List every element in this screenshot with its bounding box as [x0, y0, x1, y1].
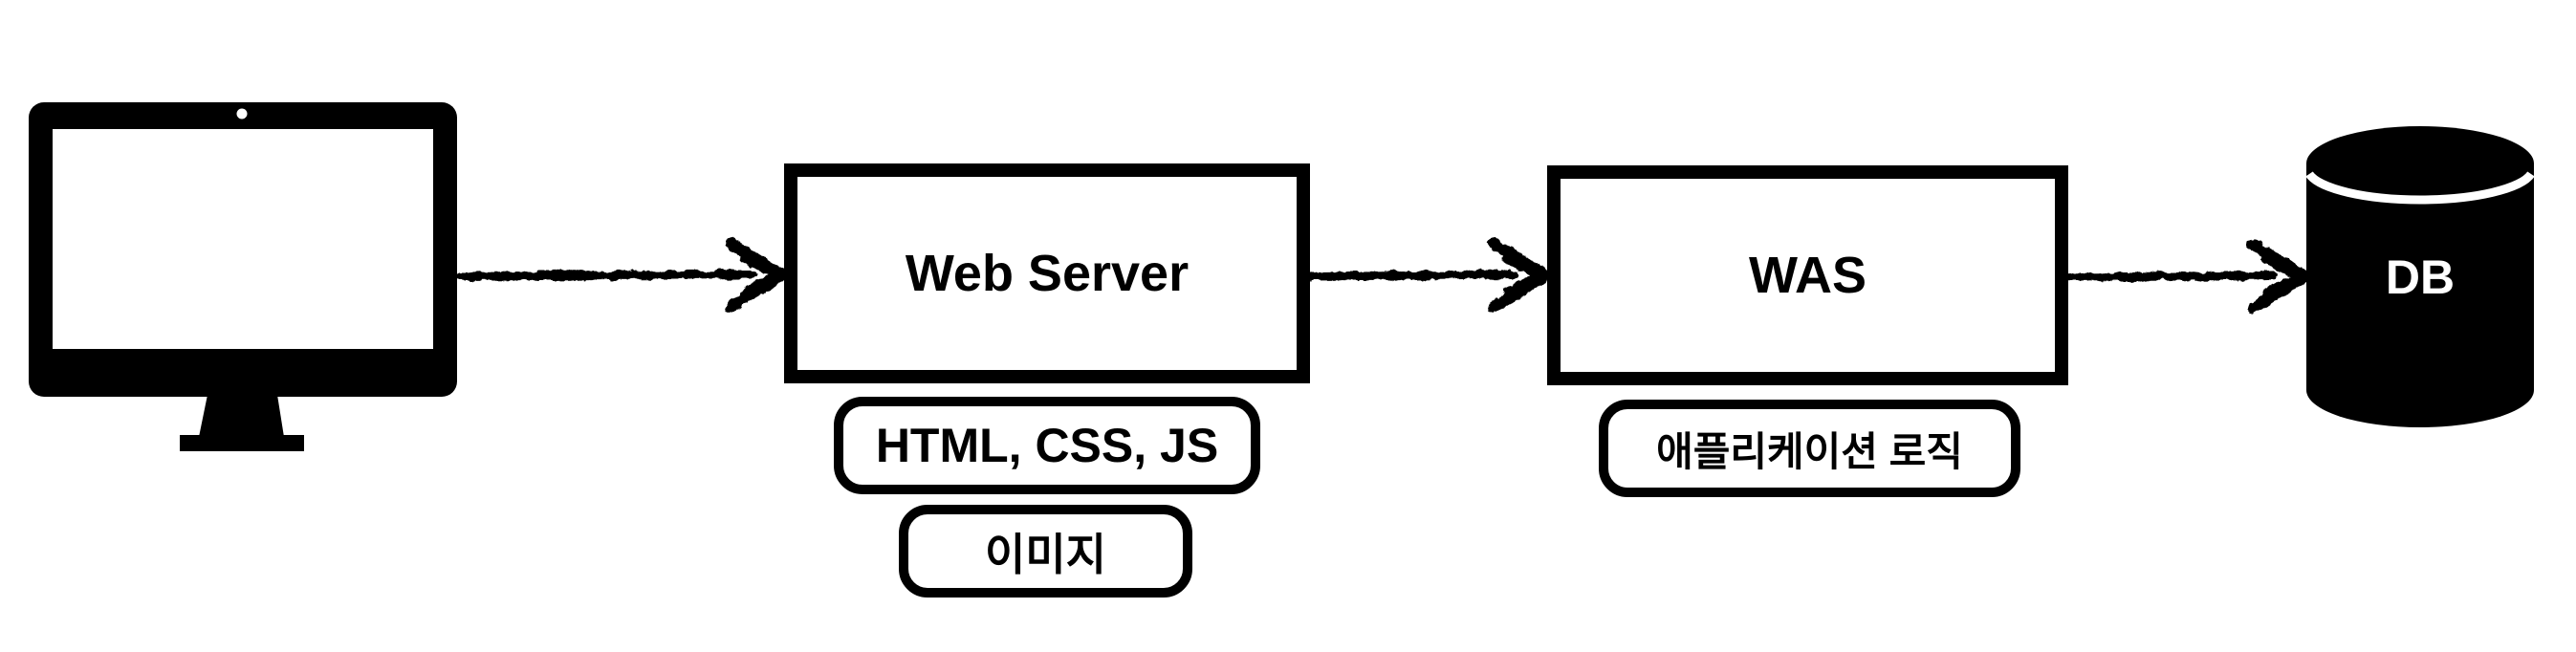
web-server-label: Web Server	[905, 245, 1190, 302]
was-application-logic-pill: 애플리케이션 로직	[1599, 400, 2020, 497]
monitor-stand	[199, 395, 284, 437]
monitor-base	[180, 435, 304, 451]
web-server-assets-pill-label: HTML, CSS, JS	[875, 419, 1219, 472]
arrow-was-to-db	[2066, 239, 2315, 314]
cylinder-cap-separator	[2305, 171, 2535, 205]
db-label: DB	[2385, 250, 2456, 304]
web-server-image-pill: 이미지	[899, 505, 1192, 598]
desktop-computer-icon	[29, 102, 457, 451]
was-node: WAS	[1547, 165, 2068, 385]
webcam-dot	[236, 108, 248, 120]
was-label: WAS	[1748, 247, 1867, 304]
arrow-web-server-to-was	[1307, 238, 1556, 313]
was-application-logic-pill-label: 애플리케이션 로직	[1656, 428, 1963, 474]
web-server-image-pill-label: 이미지	[985, 529, 1106, 579]
database-cylinder-icon	[2305, 126, 2535, 427]
web-server-assets-pill: HTML, CSS, JS	[834, 397, 1260, 494]
arrow-client-to-web-server	[456, 238, 793, 313]
web-server-node: Web Server	[784, 163, 1310, 383]
